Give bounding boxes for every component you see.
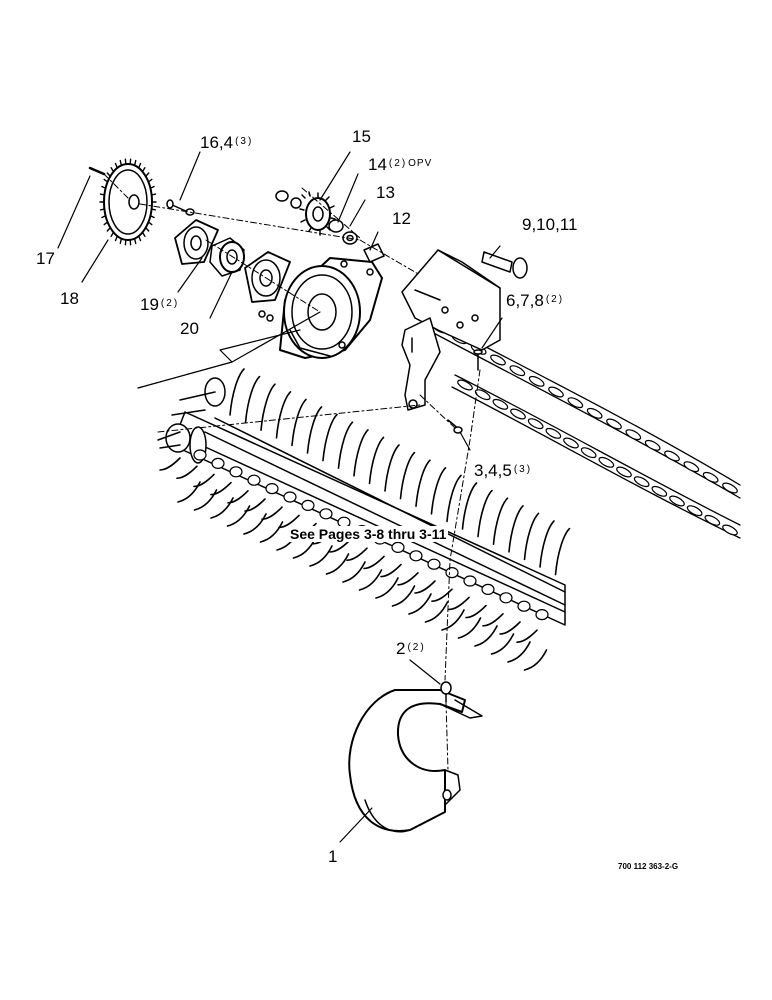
bearing-housing (280, 258, 382, 358)
bolt-part-2 (441, 682, 451, 800)
drawing-number: 700 112 363-2-G (618, 862, 679, 871)
callout-2: 2(2) (396, 639, 426, 658)
reference-note: See Pages 3-8 thru 3-11 (288, 526, 449, 542)
callout-16: 16,4(3) (200, 133, 254, 152)
callout-15: 15 (352, 127, 371, 146)
bearing-flange (175, 220, 218, 264)
square-nut (364, 244, 384, 262)
bolt-part-9 (482, 252, 527, 278)
callout-17: 17 (36, 249, 55, 268)
bolt-part-6 (474, 350, 482, 370)
guard-shield (349, 690, 482, 832)
callout-20: 20 (180, 319, 199, 338)
callout-1: 1 (328, 847, 338, 866)
bolt-part-3 (448, 420, 462, 433)
pickup-tine-bar-assembly (158, 369, 570, 670)
large-sprocket (100, 159, 156, 245)
callout-18: 18 (60, 289, 79, 308)
small-sprocket (300, 192, 335, 235)
bearing (210, 238, 244, 276)
callout-3: 3,4,5(3) (474, 461, 533, 480)
callout-14: 14(2)OPV (368, 155, 433, 174)
callout-13: 13 (376, 183, 395, 202)
callout-9: 9,10,11 (522, 215, 578, 234)
spacer-washers (276, 191, 357, 244)
leader-lines (58, 152, 502, 842)
mounting-bracket (402, 250, 500, 410)
callout-12: 12 (392, 209, 411, 228)
callout-19: 19(2) (140, 295, 180, 314)
key-pin (90, 168, 104, 174)
bolt-part-16 (167, 200, 194, 215)
callout-6: 6,7,8(2) (506, 291, 565, 310)
housing-outline-lines (138, 312, 320, 388)
